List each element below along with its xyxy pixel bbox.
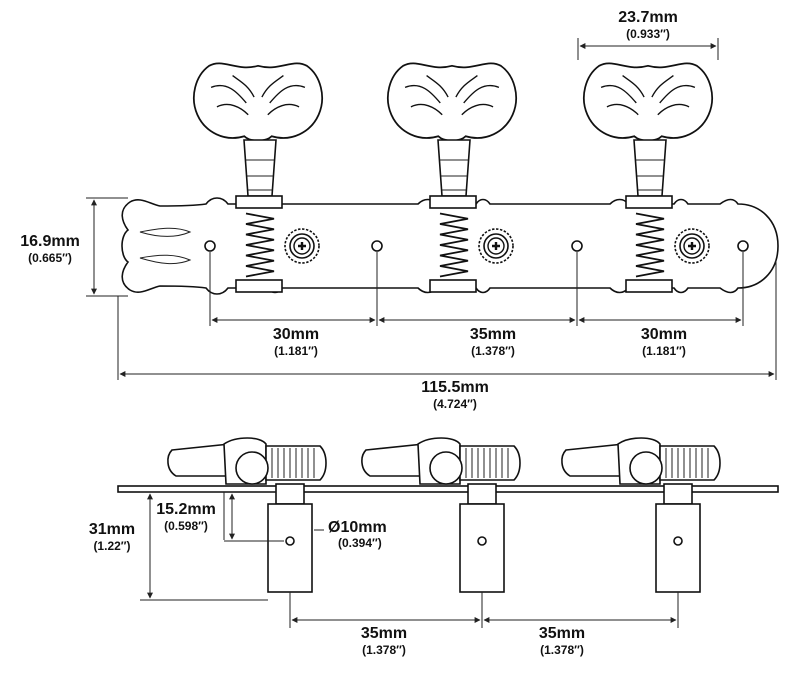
dim-spacing-3-mm: 30mm [641,326,687,343]
tuner-3-side [561,437,721,593]
dim-spacing-2-in: (1.378″) [471,344,515,358]
plate-hole-1 [371,240,383,252]
dim-total-length-in: (4.724″) [433,397,477,411]
dim-post-diameter-in: (0.394″) [338,536,382,550]
dim-post-spacing-2-mm: 35mm [539,625,585,642]
dim-post-offset-in: (0.598″) [164,519,208,533]
dim-spacing-1-mm: 30mm [273,326,319,343]
dim-spacing-1-in: (1.181″) [274,344,318,358]
tuner-1-side [167,437,327,593]
dim-total-length-mm: 115.5mm [421,379,489,396]
dim-post-diameter-mm: Ø10mm [328,519,387,536]
dim-post-spacing-2-in: (1.378″) [540,643,584,657]
dim-post-spacing-1-in: (1.378″) [362,643,406,657]
plate-head-slot-lower [139,254,192,265]
dim-overall-height-in: (1.22″) [93,539,130,553]
dim-post-spacing-1-mm: 35mm [361,625,407,642]
top-view: 23.7mm (0.933″) 16.9mm (0.665″) 30mm (1.… [20,9,779,411]
dim-height-in: (0.665″) [28,251,72,265]
dim-post-offset-mm: 15.2mm [156,501,216,518]
plate-head-slot-upper [139,227,192,237]
tuner-3-top [582,62,714,293]
side-view: 31mm (1.22″) 15.2mm (0.598″) Ø10mm (0.39… [89,437,779,657]
dim-spacing-2-mm: 35mm [470,326,516,343]
dim-overall-height-mm: 31mm [89,521,135,538]
plate-hole-2 [571,240,583,252]
dim-spacing-3-in: (1.181″) [642,344,686,358]
dim-button-width-in: (0.933″) [626,27,670,41]
tuner-2-side [361,437,521,593]
dim-button-width-mm: 23.7mm [618,9,678,26]
tuner-1-top [192,62,324,293]
dim-height-mm: 16.9mm [20,233,80,250]
plate-hole-3 [737,240,749,252]
side-plate [117,485,779,493]
head-hole [204,240,216,252]
tuner-2-top [386,62,518,293]
